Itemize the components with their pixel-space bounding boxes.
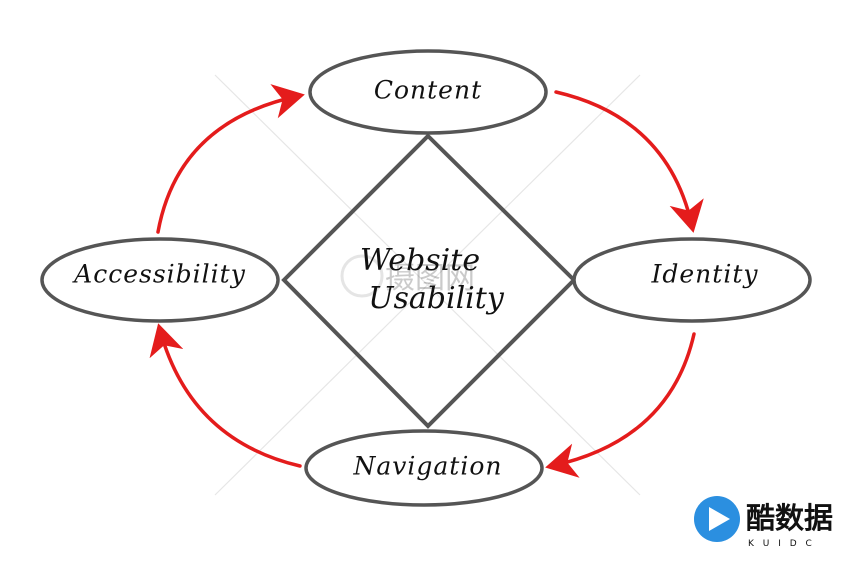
node-label-identity: Identity — [651, 260, 759, 289]
watermark-center-text: 摄图网 — [385, 261, 475, 296]
logo-sub-text: K U I D C — [748, 539, 815, 549]
node-shapes — [40, 49, 812, 507]
center-label-line2: Usability — [368, 281, 505, 316]
watermark-lines — [214, 74, 641, 496]
arrow-accessibility-to-content — [156, 84, 305, 234]
accessibility-ellipse — [40, 237, 280, 323]
logo-watermark: 酷数据 K U I D C — [694, 496, 833, 549]
identity-ellipse — [572, 237, 812, 323]
center-diamond — [281, 133, 577, 429]
content-ellipse — [308, 49, 548, 135]
logo-main-text: 酷数据 — [746, 501, 833, 535]
arrow-identity-to-navigation — [545, 332, 696, 478]
center-label-line1: Website — [360, 243, 480, 278]
arrow-content-to-identity — [554, 90, 704, 233]
navigation-ellipse — [304, 429, 544, 507]
node-label-content: Content — [374, 76, 482, 105]
node-label-navigation: Navigation — [352, 452, 502, 481]
node-label-accessibility: Accessibility — [72, 260, 246, 289]
watermark-center: 摄图网 — [340, 254, 475, 298]
cycle-arrows — [149, 84, 704, 478]
arrow-navigation-to-accessibility — [149, 323, 302, 468]
